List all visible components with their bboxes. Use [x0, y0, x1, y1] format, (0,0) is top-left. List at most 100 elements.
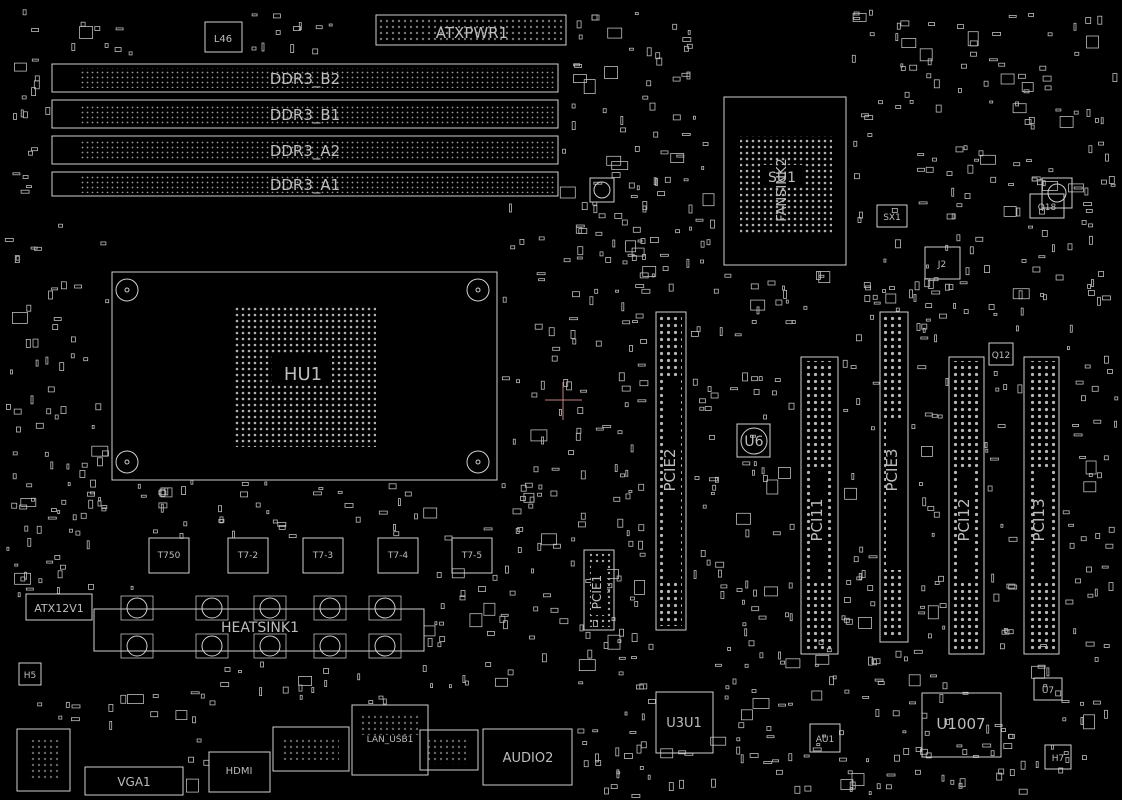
- smd-component: [1017, 384, 1023, 394]
- smd-component: [74, 284, 82, 289]
- smd-component: [622, 320, 631, 325]
- smd-component: [14, 572, 32, 585]
- smd-component: [1024, 119, 1032, 125]
- smd-component: [323, 668, 330, 674]
- smd-component: [492, 574, 498, 581]
- inductor-l46: L46: [204, 21, 243, 53]
- smd-component: [192, 716, 196, 724]
- smd-component: [702, 504, 707, 509]
- smd-component: [1008, 536, 1018, 542]
- smd-component: [571, 121, 576, 130]
- smd-component: [200, 693, 205, 699]
- smd-component: [1028, 117, 1035, 124]
- smd-component: [101, 507, 107, 512]
- smd-component: [1101, 565, 1109, 569]
- smd-component: [83, 357, 89, 362]
- smd-component: [36, 525, 42, 534]
- smd-component: [26, 304, 32, 312]
- smd-component: [495, 677, 508, 687]
- smd-component: [261, 42, 265, 52]
- smd-component: [951, 187, 955, 197]
- smd-component: [1037, 664, 1046, 669]
- smd-component: [1084, 364, 1091, 369]
- smd-component: [920, 336, 929, 340]
- smd-component: [789, 613, 793, 622]
- smd-component: [520, 496, 526, 501]
- smd-component: [984, 442, 988, 448]
- smd-component: [218, 505, 223, 513]
- smd-component: [920, 605, 925, 609]
- smd-component: [763, 475, 768, 482]
- smd-component: [60, 406, 67, 415]
- smd-component: [1035, 761, 1039, 768]
- smd-component: [87, 491, 95, 497]
- smd-component: [772, 759, 779, 763]
- smd-component: [649, 102, 656, 111]
- smd-component: [789, 523, 795, 530]
- smd-component: [536, 272, 546, 276]
- svg-text:H5: H5: [24, 671, 37, 681]
- smd-component: [1062, 510, 1070, 515]
- smd-component: [909, 289, 913, 299]
- smd-component: [605, 256, 612, 263]
- smd-component: [593, 205, 598, 214]
- smd-component: [14, 563, 19, 567]
- smd-component: [638, 540, 643, 550]
- pcie3-slot: PCIE3: [879, 311, 909, 643]
- smd-component: [98, 497, 101, 502]
- svg-text:HDMI: HDMI: [226, 766, 253, 777]
- svg-text:SX1: SX1: [883, 213, 901, 223]
- smd-component: [15, 255, 20, 261]
- smd-component: [485, 662, 492, 667]
- smd-component: [900, 63, 904, 68]
- smd-component: [528, 503, 534, 509]
- smd-component: [578, 681, 584, 685]
- smd-component: [534, 323, 543, 330]
- smd-component: [861, 113, 869, 118]
- ddr3-slot-a2: DDR3_A2: [51, 135, 559, 165]
- smd-component: [996, 772, 1003, 781]
- smd-component: [94, 26, 101, 31]
- smd-component: [969, 246, 974, 255]
- smd-component: [1067, 346, 1070, 351]
- smd-component: [1048, 168, 1054, 173]
- smd-component: [97, 457, 103, 467]
- smd-component: [529, 496, 535, 503]
- smd-component: [1003, 205, 1017, 217]
- smd-component: [24, 525, 29, 532]
- smd-component: [12, 172, 21, 176]
- svg-text:T7-4: T7-4: [387, 551, 408, 561]
- smd-component: [818, 274, 825, 278]
- smd-component: [255, 502, 261, 508]
- smd-component: [13, 113, 17, 120]
- smd-component: [886, 773, 896, 777]
- smd-component: [978, 150, 984, 157]
- smd-component: [568, 450, 574, 456]
- smd-component: [1008, 584, 1018, 590]
- smd-component: [150, 711, 159, 718]
- smd-component: [571, 537, 576, 542]
- smd-component: [642, 253, 646, 260]
- svg-text:PCIE1: PCIE1: [590, 575, 604, 609]
- smd-component: [1006, 583, 1016, 589]
- smd-component: [874, 678, 884, 682]
- smd-component: [1020, 307, 1024, 316]
- chip-u1007: U1007: [921, 692, 1002, 758]
- smd-component: [566, 381, 572, 391]
- smd-component: [638, 524, 645, 532]
- smd-component: [924, 730, 930, 736]
- smd-component: [840, 779, 854, 790]
- smd-component: [1104, 709, 1108, 719]
- smd-component: [298, 684, 303, 692]
- smd-component: [630, 596, 635, 601]
- smd-component: [995, 387, 1000, 392]
- smd-component: [664, 176, 671, 183]
- smd-component: [741, 709, 753, 721]
- smd-component: [102, 450, 109, 457]
- smd-component: [780, 660, 785, 665]
- smd-component: [1094, 588, 1098, 597]
- smd-component: [668, 283, 674, 292]
- smd-component: [621, 302, 625, 312]
- smd-component: [500, 613, 509, 617]
- smd-component: [634, 12, 639, 16]
